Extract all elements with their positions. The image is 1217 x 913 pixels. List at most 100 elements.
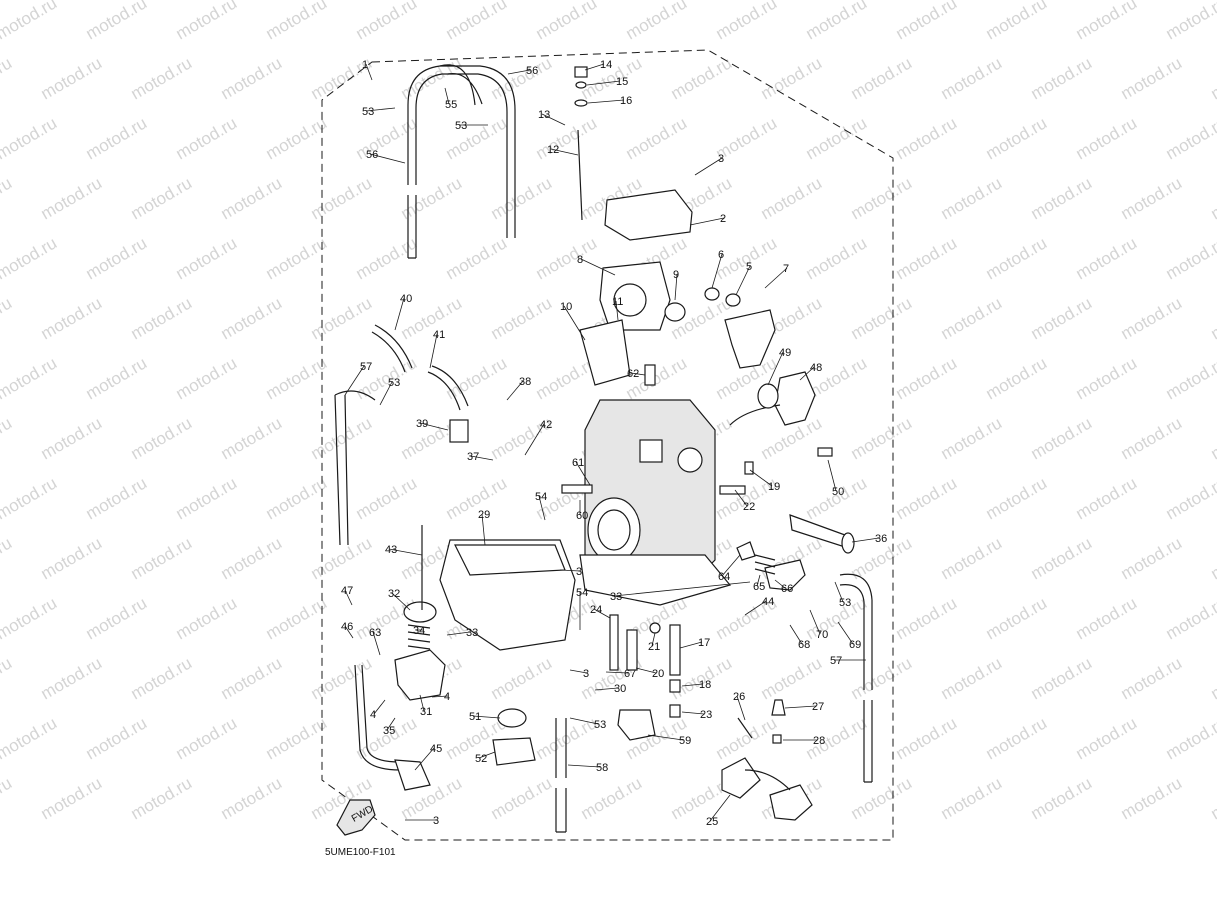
callout-number: 60 bbox=[576, 510, 588, 522]
watermark-text: motod.ru bbox=[848, 773, 916, 823]
callout-number: 4 bbox=[444, 691, 450, 703]
watermark-text: motod.ru bbox=[983, 713, 1051, 763]
callout-number: 37 bbox=[467, 451, 479, 463]
leader-line bbox=[524, 423, 545, 456]
callout-number: 53 bbox=[594, 719, 606, 731]
watermark-text: motod.ru bbox=[938, 413, 1006, 463]
callout-number: 42 bbox=[540, 419, 552, 431]
leader-line bbox=[567, 764, 601, 768]
callout-number: 23 bbox=[700, 709, 712, 721]
o-ring-51 bbox=[497, 708, 527, 728]
leader-line bbox=[373, 699, 386, 715]
watermark-text: motod.ru bbox=[893, 473, 961, 523]
watermark-text: motod.ru bbox=[263, 593, 331, 643]
callout-number: 68 bbox=[798, 639, 810, 651]
top-cover bbox=[604, 189, 693, 241]
o-ring-49 bbox=[757, 383, 779, 409]
leader-line bbox=[784, 705, 817, 709]
leader-line bbox=[419, 422, 449, 431]
watermark-text: motod.ru bbox=[128, 533, 196, 583]
watermark-text: motod.ru bbox=[353, 113, 421, 163]
callout-number: 21 bbox=[648, 641, 660, 653]
callout-number: 54 bbox=[535, 491, 547, 503]
watermark-text: motod.ru bbox=[893, 593, 961, 643]
callout-number: 1 bbox=[362, 59, 368, 71]
carburetor-body bbox=[579, 399, 732, 606]
watermark-text: motod.ru bbox=[38, 773, 106, 823]
watermark-text: motod.ru bbox=[893, 713, 961, 763]
bracket-45 bbox=[394, 759, 431, 791]
leader-line bbox=[446, 631, 471, 636]
leader-line bbox=[478, 751, 496, 759]
sensor-lead bbox=[729, 404, 781, 426]
needle-27 bbox=[771, 699, 786, 716]
watermark-text: motod.ru bbox=[1163, 0, 1217, 43]
leader-line bbox=[419, 694, 425, 712]
leader-line bbox=[681, 711, 705, 715]
hose-41 bbox=[427, 365, 469, 411]
watermark-text: motod.ru bbox=[38, 293, 106, 343]
watermark-text: motod.ru bbox=[1208, 413, 1217, 463]
plug-52 bbox=[492, 737, 536, 766]
watermark-text: motod.ru bbox=[1073, 473, 1141, 523]
callout-number: 65 bbox=[753, 581, 765, 593]
leader-line bbox=[851, 537, 880, 543]
watermark-text: motod.ru bbox=[0, 413, 15, 463]
callout-number: 63 bbox=[369, 627, 381, 639]
leader-line bbox=[431, 695, 449, 698]
callout-number: 54 bbox=[576, 587, 588, 599]
pipe-61 bbox=[561, 484, 593, 494]
diagram-code: 5UME100-F101 bbox=[325, 847, 396, 858]
callout-number: 11 bbox=[612, 296, 623, 308]
leader-line bbox=[569, 669, 588, 674]
leader-line bbox=[711, 253, 723, 289]
leader-line bbox=[681, 683, 704, 687]
leader-line bbox=[586, 80, 621, 86]
leader-line bbox=[541, 113, 566, 126]
leader-line bbox=[837, 621, 854, 645]
leader-line bbox=[580, 258, 616, 276]
leader-line bbox=[344, 589, 353, 606]
watermark-text: motod.ru bbox=[938, 293, 1006, 343]
leader-line bbox=[709, 794, 731, 822]
callout-number: 57 bbox=[830, 655, 842, 667]
watermark-text: motod.ru bbox=[173, 233, 241, 283]
callout-number: 3 bbox=[433, 815, 439, 827]
filter-39 bbox=[449, 419, 469, 443]
spring-66 bbox=[754, 554, 776, 575]
watermark-text: motod.ru bbox=[713, 713, 781, 763]
leader-line bbox=[827, 459, 837, 492]
callout-number: 6 bbox=[718, 249, 724, 261]
assembly-outline bbox=[321, 49, 894, 841]
leader-line bbox=[679, 641, 703, 649]
callout-number: 31 bbox=[420, 706, 432, 718]
callout-number: 14 bbox=[600, 59, 612, 71]
cup-59 bbox=[617, 709, 656, 741]
callout-number: 50 bbox=[832, 486, 844, 498]
watermark-text: motod.ru bbox=[758, 653, 826, 703]
watermark-text: motod.ru bbox=[668, 53, 736, 103]
callout-number: 27 bbox=[812, 701, 824, 713]
watermark-text: motod.ru bbox=[983, 473, 1051, 523]
leader-line bbox=[721, 554, 741, 577]
watermark-text: motod.ru bbox=[1208, 653, 1217, 703]
watermark-text: motod.ru bbox=[1118, 533, 1186, 583]
watermark-text: motod.ru bbox=[173, 473, 241, 523]
callout-number: 12 bbox=[547, 144, 559, 156]
watermark-text: motod.ru bbox=[1073, 113, 1141, 163]
watermark-text: motod.ru bbox=[443, 0, 511, 43]
watermark-text: motod.ru bbox=[308, 653, 376, 703]
watermark-text: motod.ru bbox=[83, 0, 151, 43]
watermark-text: motod.ru bbox=[0, 533, 15, 583]
watermark-text: motod.ru bbox=[1073, 353, 1141, 403]
watermark-text: motod.ru bbox=[0, 773, 15, 823]
watermark-text: motod.ru bbox=[353, 473, 421, 523]
watermark-text: motod.ru bbox=[893, 353, 961, 403]
callout-number: 47 bbox=[341, 585, 353, 597]
leader-line bbox=[388, 548, 423, 556]
cable-45 bbox=[354, 664, 401, 771]
leader-line bbox=[470, 455, 494, 461]
callout-number: 8 bbox=[577, 254, 583, 266]
watermark-text: motod.ru bbox=[938, 533, 1006, 583]
